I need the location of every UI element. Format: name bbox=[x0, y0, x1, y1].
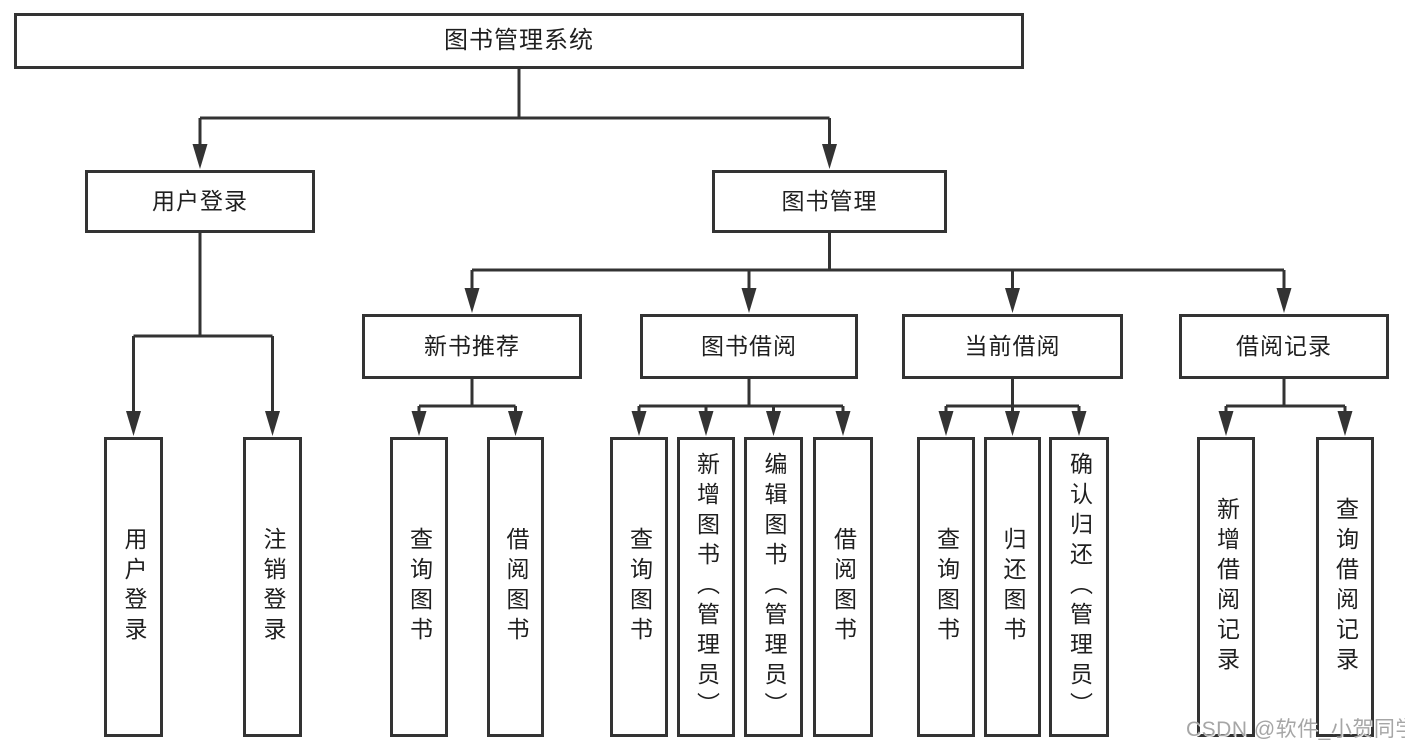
leaf-borrow-book: 借阅图书 bbox=[813, 437, 873, 737]
leaf-add-borrow-record: 新增借阅记录 bbox=[1197, 437, 1255, 737]
node-borrow-records: 借阅记录 bbox=[1179, 314, 1389, 379]
leaf-confirm-return-admin: 确认归还（管理员） bbox=[1049, 437, 1109, 737]
node-new-book-recommend: 新书推荐 bbox=[362, 314, 582, 379]
node-book-management: 图书管理 bbox=[712, 170, 947, 233]
node-user-login: 用户登录 bbox=[85, 170, 315, 233]
leaf-current-query-book: 查询图书 bbox=[917, 437, 975, 737]
node-book-borrow: 图书借阅 bbox=[640, 314, 858, 379]
node-system-root: 图书管理系统 bbox=[14, 13, 1024, 69]
leaf-edit-book-admin: 编辑图书（管理员） bbox=[744, 437, 803, 737]
csdn-watermark: CSDN @软件_小贺同学 bbox=[1186, 718, 1405, 741]
leaf-query-borrow-record: 查询借阅记录 bbox=[1316, 437, 1374, 737]
leaf-logout: 注销登录 bbox=[243, 437, 302, 737]
leaf-return-book: 归还图书 bbox=[984, 437, 1041, 737]
leaf-borrow-query-book: 查询图书 bbox=[610, 437, 668, 737]
leaf-recommend-query-book: 查询图书 bbox=[390, 437, 448, 737]
node-current-borrow: 当前借阅 bbox=[902, 314, 1123, 379]
leaf-add-book-admin: 新增图书（管理员） bbox=[677, 437, 735, 737]
leaf-user-login: 用户登录 bbox=[104, 437, 163, 737]
leaf-recommend-borrow-book: 借阅图书 bbox=[487, 437, 544, 737]
